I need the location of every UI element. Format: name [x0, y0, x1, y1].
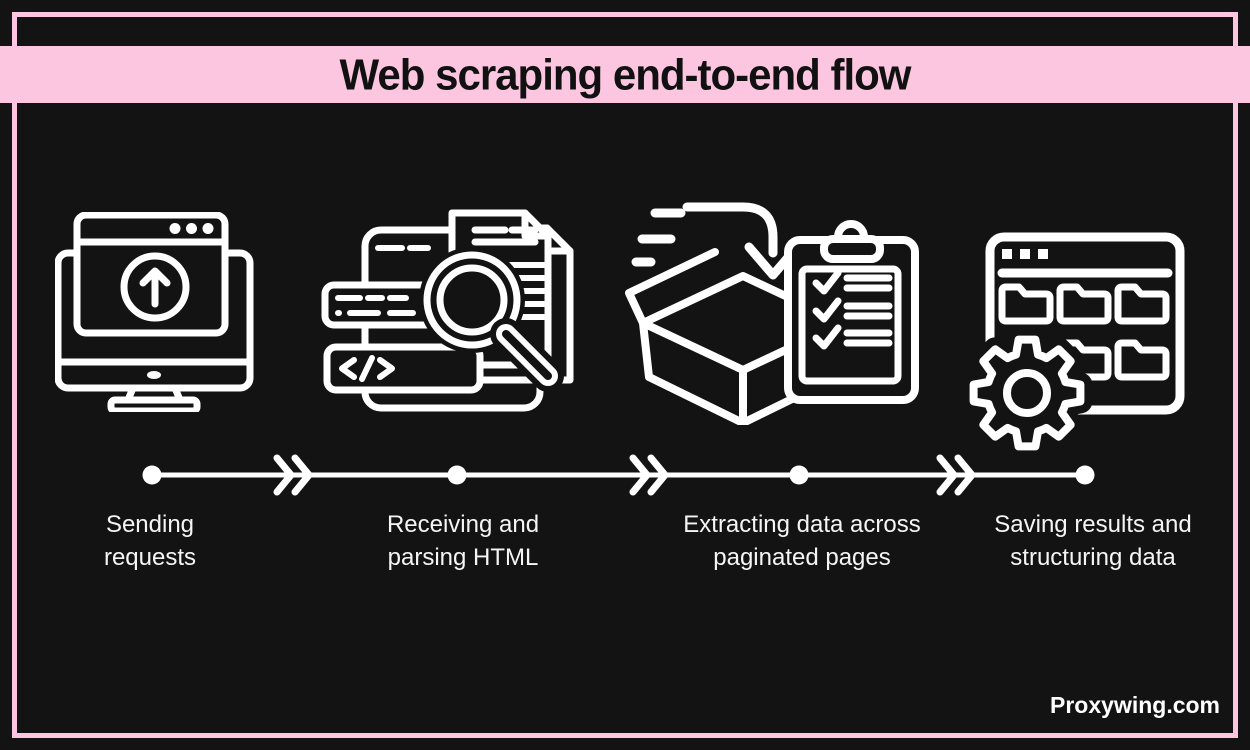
title-banner: Web scraping end-to-end flow — [0, 46, 1250, 103]
double-chevron-right-icon — [273, 454, 976, 496]
gear-icon — [961, 327, 1093, 459]
step-label-sending-requests: Sending requests — [103, 511, 197, 571]
box-clipboard-checklist-icon — [625, 202, 919, 425]
folders-window-gear-icon — [961, 232, 1185, 459]
step-label-saving-results: Saving results and structuring data — [994, 511, 1192, 571]
page-title: Web scraping end-to-end flow — [339, 49, 912, 99]
border-frame — [12, 12, 1238, 738]
step-label-receiving-parsing: Receiving and parsing HTML — [386, 511, 540, 571]
document-magnifier-code-icon — [321, 209, 574, 412]
timeline-dot — [142, 465, 1095, 485]
brand-watermark: Proxywing.com — [1050, 692, 1220, 718]
monitor-upload-icon — [55, 212, 254, 412]
step-label-extracting-data: Extracting data across paginated pages — [683, 511, 921, 571]
timeline — [142, 454, 1095, 496]
